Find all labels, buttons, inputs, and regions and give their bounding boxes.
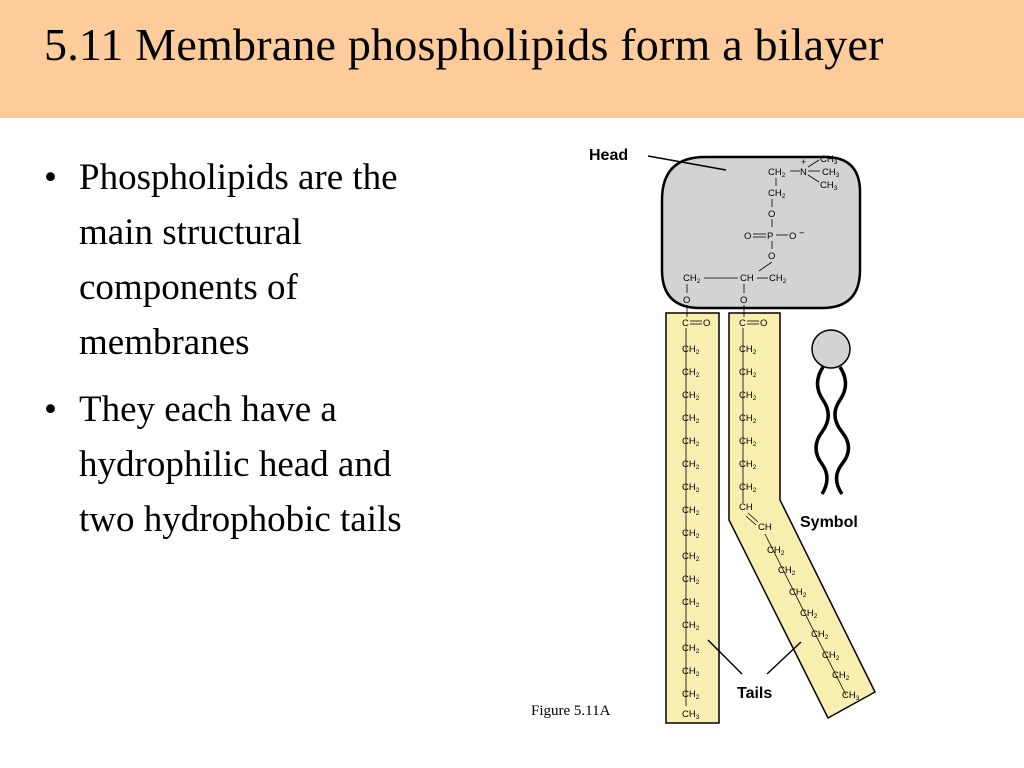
phospholipid-diagram: CH2 N + CH3 CH3 CH3 CH2 O O P O − O CH2 …	[589, 147, 876, 724]
head-chemistry: CH2 N + CH3 CH3 CH3 CH2 O O P O − O CH2 …	[683, 154, 840, 317]
bullet-list: • Phospholipids are the main structural …	[44, 150, 444, 559]
kinked-tail	[728, 312, 876, 720]
svg-text:CH2: CH2	[682, 620, 700, 632]
head-region	[660, 155, 862, 310]
svg-text:CH2: CH2	[682, 344, 700, 356]
svg-text:CH2: CH2	[832, 670, 850, 682]
svg-text:CH2: CH2	[768, 167, 786, 179]
svg-text:CH2: CH2	[682, 551, 700, 563]
svg-text:CH2: CH2	[682, 367, 700, 379]
svg-text:+: +	[801, 157, 806, 167]
svg-text:P: P	[767, 231, 773, 242]
straight-chain: CH2 CH2 CH2 CH2 CH2 CH2 CH2 CH2 CH2 CH2 …	[682, 328, 700, 721]
svg-text:CH2: CH2	[739, 413, 757, 425]
symbol-label: Symbol	[800, 514, 858, 531]
svg-text:CH2: CH2	[767, 545, 785, 557]
svg-text:CH3: CH3	[820, 154, 838, 166]
svg-text:CH3: CH3	[820, 180, 838, 192]
symbol-head	[811, 329, 851, 369]
svg-text:O: O	[760, 318, 767, 329]
svg-text:O: O	[768, 209, 775, 220]
svg-text:CH2: CH2	[682, 459, 700, 471]
svg-text:O: O	[768, 251, 775, 262]
svg-text:N: N	[800, 167, 807, 178]
svg-text:O: O	[703, 318, 710, 329]
svg-text:CH2: CH2	[800, 608, 818, 620]
svg-text:CH2: CH2	[739, 367, 757, 379]
svg-text:−: −	[799, 228, 805, 239]
svg-text:CH2: CH2	[778, 565, 796, 577]
svg-text:CH2: CH2	[682, 666, 700, 678]
bullet-item: • Phospholipids are the main structural …	[44, 150, 444, 370]
svg-text:CH2: CH2	[682, 436, 700, 448]
svg-text:CH2: CH2	[682, 482, 700, 494]
svg-text:CH2: CH2	[789, 587, 807, 599]
symbol-tail-left	[814, 366, 830, 495]
tails-pointer-left	[707, 639, 743, 675]
svg-text:CH2: CH2	[682, 413, 700, 425]
svg-text:CH2: CH2	[769, 273, 787, 285]
bullet-text: Phospholipids are the main structural co…	[79, 157, 398, 363]
svg-text:O: O	[683, 295, 690, 306]
bullet-dot: •	[44, 389, 57, 430]
svg-text:CH2: CH2	[739, 459, 757, 471]
bullet-text: They each have a hydrophilic head and tw…	[79, 389, 402, 540]
head-label: Head	[589, 147, 628, 164]
svg-text:CH: CH	[740, 273, 754, 284]
phospholipid-symbol	[811, 329, 851, 495]
bullet-item: • They each have a hydrophilic head and …	[44, 382, 444, 547]
svg-text:CH2: CH2	[739, 482, 757, 494]
svg-text:CH2: CH2	[682, 574, 700, 586]
svg-text:O: O	[744, 231, 751, 242]
tails-pointer-right	[766, 641, 802, 675]
svg-text:C: C	[682, 318, 689, 329]
svg-text:CH2: CH2	[811, 629, 829, 641]
head-pointer	[647, 155, 727, 171]
title-bar: 5.11 Membrane phospholipids form a bilay…	[0, 0, 1024, 118]
kinked-chain: CH2 CH2 CH2 CH2 CH2 CH2 CH2 CH CH CH2 CH…	[739, 328, 860, 702]
svg-text:CH2: CH2	[682, 597, 700, 609]
bullet-dot: •	[44, 157, 57, 198]
figure-caption: Figure 5.11A	[531, 703, 611, 719]
svg-text:CH2: CH2	[683, 273, 701, 285]
svg-text:CH: CH	[758, 522, 772, 533]
straight-tail	[665, 312, 720, 724]
svg-text:CH2: CH2	[682, 528, 700, 540]
tail-chemistry: C O C O CH2 CH2 CH2 CH2 CH2 CH2 CH2 CH2 …	[682, 318, 860, 721]
svg-text:CH3: CH3	[822, 167, 840, 179]
svg-text:CH2: CH2	[768, 188, 786, 200]
symbol-tail-right	[833, 366, 851, 495]
slide-title: 5.11 Membrane phospholipids form a bilay…	[44, 19, 884, 70]
svg-text:CH3: CH3	[682, 709, 700, 721]
svg-text:CH2: CH2	[739, 390, 757, 402]
svg-text:CH2: CH2	[822, 650, 840, 662]
svg-text:CH3: CH3	[842, 690, 860, 702]
svg-text:CH2: CH2	[682, 643, 700, 655]
svg-text:O: O	[740, 295, 747, 306]
svg-text:O: O	[789, 231, 796, 242]
svg-text:CH2: CH2	[739, 344, 757, 356]
svg-text:CH: CH	[739, 502, 753, 513]
svg-text:C: C	[739, 318, 746, 329]
svg-text:CH2: CH2	[682, 390, 700, 402]
svg-text:CH2: CH2	[739, 436, 757, 448]
tails-label: Tails	[737, 685, 772, 702]
svg-text:CH2: CH2	[682, 505, 700, 517]
svg-text:CH2: CH2	[682, 689, 700, 701]
